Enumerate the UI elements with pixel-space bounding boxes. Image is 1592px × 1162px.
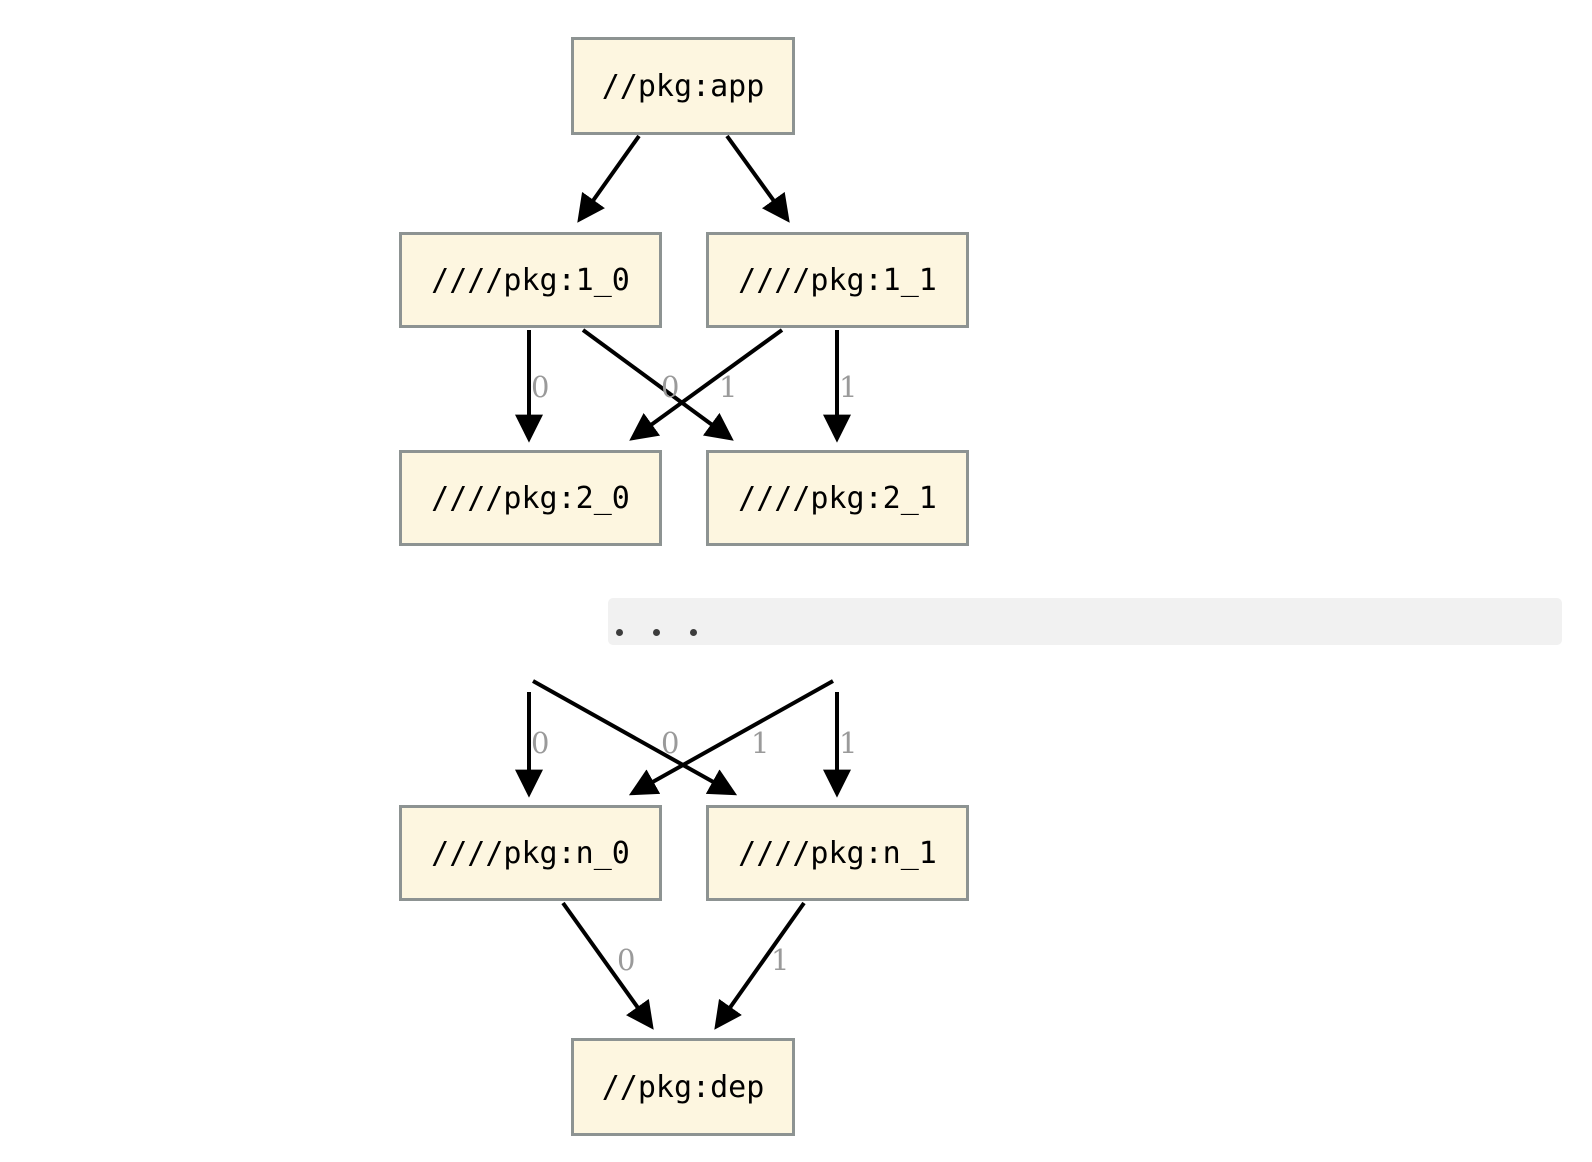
node-2_0[interactable]: ////pkg:2_0 [399,450,662,546]
edge-label-dangling-n_0-b: 1 [751,726,770,760]
node-label-app: //pkg:app [601,68,765,104]
node-n_0[interactable]: ////pkg:n_0 [399,805,662,901]
edge-n_0-to-dep [561,901,654,1030]
node-app[interactable]: //pkg:app [571,37,795,135]
edge-label-n_1-dep: 1 [771,943,790,977]
node-n_1[interactable]: ////pkg:n_1 [706,805,969,901]
ellipsis-dot-3 [690,629,697,636]
node-label-1_1: ////pkg:1_1 [738,262,937,298]
edge-dangling-cross-to-n_1 [532,679,738,796]
node-label-1_0: ////pkg:1_0 [431,262,630,298]
edge-1_0-to-2_1 [581,328,734,441]
edge-1_1-to-2_0 [629,328,784,441]
node-dep[interactable]: //pkg:dep [571,1038,795,1136]
edge-label-dangling-n_1-a: 0 [661,726,680,760]
node-2_1[interactable]: ////pkg:2_1 [706,450,969,546]
edge-app-to-1_0 [577,134,641,223]
node-label-2_1: ////pkg:2_1 [738,480,937,516]
node-1_0[interactable]: ////pkg:1_0 [399,232,662,328]
edge-label-1_0-2_1: 0 [661,370,680,404]
edge-label-n_0-dep: 0 [617,943,636,977]
ellipsis-band [608,598,1562,645]
node-label-dep: //pkg:dep [601,1069,765,1105]
edge-dangling-cross-to-n_0 [628,679,834,796]
edge-label-1_0-2_0: 0 [531,370,550,404]
edge-label-dangling-n_1-b: 1 [839,726,858,760]
ellipsis-dot-2 [653,629,660,636]
node-label-n_1: ////pkg:n_1 [738,835,937,871]
edge-label-1_1-2_1: 1 [839,370,858,404]
edge-label-dangling-n_0-a: 0 [531,726,550,760]
edge-app-to-1_1 [725,134,790,223]
ellipsis-dot-1 [616,629,623,636]
edge-label-1_1-2_0: 1 [719,370,738,404]
node-label-2_0: ////pkg:2_0 [431,480,630,516]
node-label-n_0: ////pkg:n_0 [431,835,630,871]
node-1_1[interactable]: ////pkg:1_1 [706,232,969,328]
edge-n_1-to-dep [714,901,806,1030]
